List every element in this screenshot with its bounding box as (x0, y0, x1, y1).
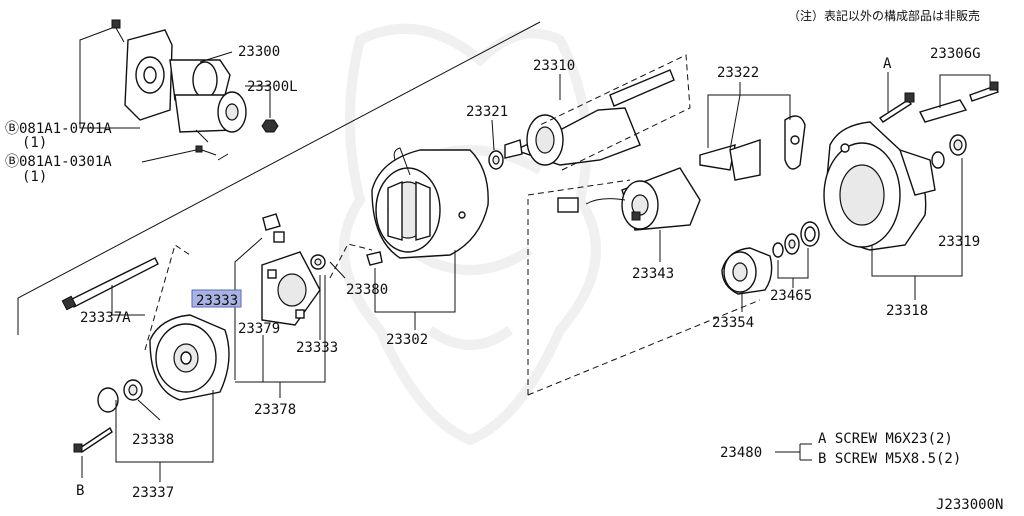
stopper-rings-23465 (772, 221, 820, 258)
leader-23337A (111, 285, 145, 316)
brush-holder-23379 (261, 251, 321, 326)
dash-23310 (539, 54, 691, 171)
label-23322[interactable]: 23322 (717, 65, 759, 81)
highlight-23333[interactable] (191, 289, 242, 308)
bracket-23318 (871, 158, 963, 277)
frame-line (17, 21, 541, 335)
bracket-23306G (939, 74, 991, 108)
bushing-23338 (97, 379, 143, 413)
label-23380[interactable]: 23380 (346, 282, 388, 298)
label-23337A[interactable]: 23337A (80, 310, 131, 326)
label-screw-a: A (883, 56, 892, 72)
label-23310[interactable]: 23310 (533, 58, 575, 74)
dash-region-left (527, 179, 631, 395)
legend-screw-b: B SCREW M5X8.5(2) (818, 451, 961, 467)
label-23480[interactable]: 23480 (720, 445, 762, 461)
pinion-23354 (721, 247, 773, 295)
label-23333-highlighted[interactable]: 23333 (196, 293, 238, 309)
label-bolt-b-0301A-qty: (1) (22, 169, 47, 185)
rear-cover-23337 (149, 314, 230, 401)
bolt-23306G (919, 81, 999, 123)
label-23302[interactable]: 23302 (386, 332, 428, 348)
screw-b-lower (73, 426, 113, 454)
bracket-23378-right (235, 275, 326, 383)
legend-screw-a: A SCREW M6X23(2) (818, 431, 953, 447)
label-23306G[interactable]: 23306G (930, 46, 981, 62)
bracket-23322 (707, 94, 791, 148)
through-bolt-23337A (61, 257, 159, 311)
leader-23300L (245, 85, 271, 118)
spring-23333 (310, 254, 326, 270)
label-23465[interactable]: 23465 (770, 288, 812, 304)
label-23338[interactable]: 23338 (132, 432, 174, 448)
armature-23310 (504, 69, 675, 166)
shift-lever-23322 (699, 115, 806, 181)
bracket-23302 (374, 250, 456, 313)
leader-081A1-0301A (141, 149, 197, 163)
label-23300[interactable]: 23300 (238, 44, 280, 60)
note-japanese: （注）表記以外の構成部品は非販売 (788, 8, 980, 23)
solenoid-23343 (557, 167, 701, 231)
washer-23321 (488, 150, 504, 170)
diagram-code: J233000N (936, 497, 1003, 511)
bracket-23337 (115, 390, 214, 463)
brush-23333-upper (262, 213, 285, 243)
starter-assembly-23300 (111, 19, 279, 161)
label-23319[interactable]: 23319 (938, 234, 980, 250)
label-23300L[interactable]: 23300L (247, 79, 298, 95)
bracket-23378-left (234, 237, 263, 380)
washer-front (931, 151, 945, 169)
label-23379[interactable]: 23379 (238, 321, 280, 337)
label-bolt-b-0701A[interactable]: Ⓑ081A1-0701A (5, 121, 112, 137)
leader-23300 (199, 51, 233, 63)
dash-23380 (329, 243, 373, 279)
dash-23337A (144, 244, 191, 351)
screw-a-upper (878, 92, 915, 123)
label-bolt-b-0301A[interactable]: Ⓑ081A1-0301A (5, 154, 112, 170)
label-23354[interactable]: 23354 (712, 315, 754, 331)
yoke-23302 (371, 147, 489, 259)
leader-23338 (137, 399, 161, 421)
label-23337[interactable]: 23337 (132, 485, 174, 501)
leader-23322-mid (729, 94, 741, 151)
label-23343[interactable]: 23343 (632, 266, 674, 282)
bushing-23319 (949, 134, 967, 156)
dash-region-bottom (527, 299, 761, 396)
brush-23380 (366, 251, 383, 266)
label-screw-b: B (76, 483, 84, 499)
front-housing-23318 (823, 121, 936, 251)
leader-081A1-0701A (79, 27, 140, 129)
leader-23380 (329, 261, 346, 279)
leader-23321 (491, 119, 495, 151)
label-23321[interactable]: 23321 (466, 104, 508, 120)
label-23333[interactable]: 23333 (296, 340, 338, 356)
legend-bracket-23480 (775, 443, 812, 461)
label-23318[interactable]: 23318 (886, 303, 928, 319)
label-23378[interactable]: 23378 (254, 402, 296, 418)
label-bolt-b-0701A-qty: (1) (22, 135, 47, 151)
